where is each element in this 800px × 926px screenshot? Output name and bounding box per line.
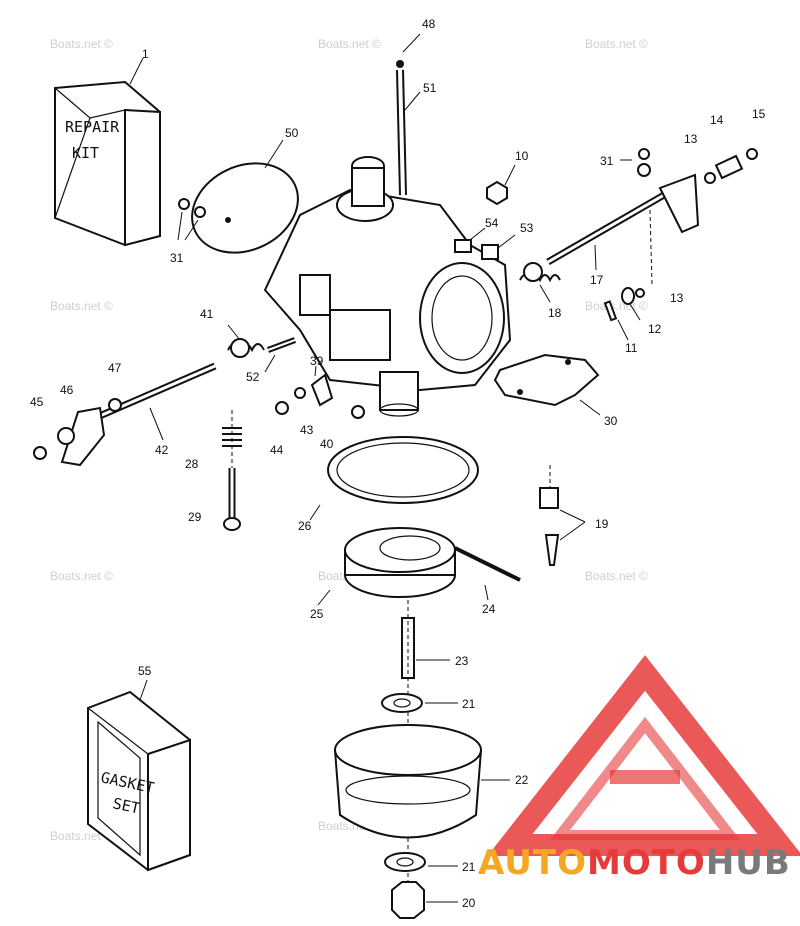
callout-label: 40 [320,437,334,451]
float-bowl-22 [334,724,510,839]
logo-text-hub: HUB [706,843,791,883]
callout-label: 13 [670,291,684,305]
washer-and-nut-bottom [384,852,458,919]
callout-label: 25 [310,607,324,621]
callout-label: 22 [515,773,529,787]
callout-label: 13 [684,132,698,146]
callout-label: 12 [648,322,662,336]
watermark: Boats.net © [50,829,113,843]
callout-label: 39 [310,354,324,368]
callout-label: 19 [595,517,609,531]
callout-label: 14 [710,113,724,127]
carburetor-body [263,156,512,417]
callout-label: 51 [423,81,437,95]
callout-label: 17 [590,273,604,287]
gasket-set-label-line2: SET [111,794,141,817]
jet-19 [539,465,586,566]
callout-label: 52 [246,370,260,384]
callout-label: 20 [462,896,476,910]
callout-label: 45 [30,395,44,409]
logo-text-moto: MOTO [587,843,706,883]
callout-label: 26 [298,519,312,533]
callout-label: 24 [482,602,496,616]
small-parts-11-12-13 [603,287,645,341]
callout-label: 46 [60,383,74,397]
callout-label: 41 [200,307,214,321]
callout-label: 54 [485,216,499,230]
gasket-ring-26 [309,436,479,521]
watermark: Boats.net © [50,37,113,51]
callout-label: 50 [285,126,299,140]
throttle-arm-42 [33,362,217,467]
small-parts-39-40-43-44 [275,365,365,419]
callout-label: 1 [142,47,149,61]
float-25 [317,527,521,606]
callout-label: 18 [548,306,562,320]
callout-label: 31 [170,251,184,265]
callout-label: 47 [108,361,122,375]
spring-and-needle-28-29 [222,410,242,531]
watermark: Boats.net © [585,299,648,313]
callout-label: 44 [270,443,284,457]
washer-21-top [381,693,458,713]
callout-label: 53 [520,221,534,235]
callout-label: 21 [462,697,476,711]
callout-label: 48 [422,17,436,31]
callout-label: 11 [625,341,638,355]
callout-label: 23 [455,654,469,668]
callout-label: 15 [752,107,766,121]
repair-kit-label-line1: REPAIR [65,118,120,136]
spring-18 [519,262,561,303]
callout-label: 21 [462,860,476,874]
watermark: Boats.net © [585,569,648,583]
callouts: 1 48 51 50 10 31 14 15 13 54 53 31 17 13… [30,17,766,910]
callout-label: 10 [515,149,529,163]
callout-label: 55 [138,664,152,678]
gasket-plate-30 [493,353,601,416]
watermark: Boats.net © [318,37,381,51]
watermark: Boats.net © [50,299,113,313]
callout-label: 28 [185,457,199,471]
watermark: Boats.net © [585,37,648,51]
callout-label: 31 [600,154,614,168]
callout-label: 29 [188,510,202,524]
automotohub-logo: AUTOMOTOHUB [478,655,800,883]
small-parts-right [454,164,516,260]
callout-label: 43 [300,423,314,437]
callout-label: 30 [604,414,618,428]
repair-kit-label-line2: KIT [72,144,99,162]
screws-left [177,198,206,241]
throttle-rod [396,33,421,196]
logo-text-auto: AUTO [478,843,587,883]
choke-shaft [546,148,758,286]
diaphragm-plate [191,139,299,254]
callout-label: 42 [155,443,169,457]
gasket-set-box: GASKET SET [87,679,191,872]
svg-text:AUTOMOTOHUB: AUTOMOTOHUB [478,843,791,883]
watermark: Boats.net © [50,569,113,583]
linkage-41-52 [227,324,297,373]
repair-kit-box: REPAIR KIT [54,57,161,247]
